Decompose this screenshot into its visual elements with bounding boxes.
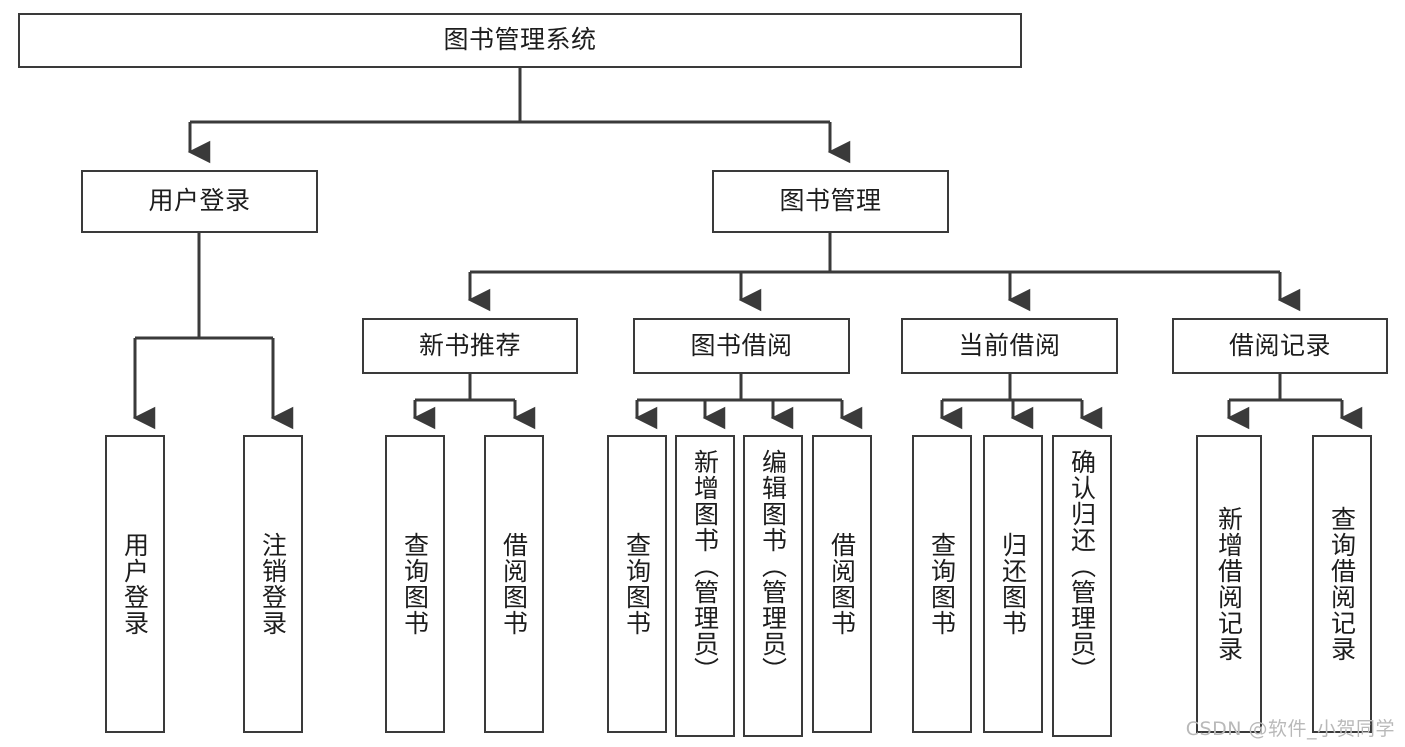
node-label: 用户登录: [120, 532, 150, 636]
node-label: 查询图书: [622, 532, 652, 636]
node-label: 查询图书: [400, 532, 430, 636]
node-label: 用户登录: [148, 186, 251, 216]
node-label: 新书推荐: [418, 330, 521, 360]
leaf-user-login[interactable]: 用户登录: [105, 435, 165, 733]
node-book-borrow[interactable]: 图书借阅: [633, 318, 850, 374]
leaf-return-book[interactable]: 归还图书: [983, 435, 1043, 733]
node-book-management[interactable]: 图书管理: [712, 170, 949, 233]
node-label: 图书管理系统: [443, 25, 597, 55]
node-label: 新增借阅记录: [1214, 506, 1244, 662]
node-label: 新增图书（管理员）: [690, 449, 720, 683]
node-current-borrow[interactable]: 当前借阅: [901, 318, 1118, 374]
leaf-borrow-book-recommend[interactable]: 借阅图书: [484, 435, 544, 733]
leaf-add-book-admin[interactable]: 新增图书（管理员）: [675, 435, 735, 737]
node-root-system[interactable]: 图书管理系统: [18, 13, 1022, 68]
node-borrow-record[interactable]: 借阅记录: [1172, 318, 1388, 374]
node-label: 查询图书: [927, 532, 957, 636]
node-label: 借阅图书: [499, 532, 529, 636]
node-label: 注销登录: [258, 532, 288, 636]
node-user-login[interactable]: 用户登录: [81, 170, 318, 233]
leaf-query-book-current[interactable]: 查询图书: [912, 435, 972, 733]
leaf-query-borrow-record[interactable]: 查询借阅记录: [1312, 435, 1372, 733]
node-label: 当前借阅: [958, 330, 1061, 360]
node-label: 图书管理: [779, 186, 882, 216]
leaf-query-book-recommend[interactable]: 查询图书: [385, 435, 445, 733]
leaf-add-borrow-record[interactable]: 新增借阅记录: [1196, 435, 1262, 733]
node-new-book-recommend[interactable]: 新书推荐: [362, 318, 578, 374]
node-label: 归还图书: [998, 532, 1028, 636]
leaf-borrow-book[interactable]: 借阅图书: [812, 435, 872, 733]
node-label: 确认归还（管理员）: [1067, 449, 1097, 683]
leaf-logout[interactable]: 注销登录: [243, 435, 303, 733]
node-label: 编辑图书（管理员）: [758, 449, 788, 683]
node-label: 图书借阅: [690, 330, 793, 360]
node-label: 查询借阅记录: [1327, 506, 1357, 662]
node-label: 借阅记录: [1228, 330, 1331, 360]
node-label: 借阅图书: [827, 532, 857, 636]
leaf-query-book-borrow[interactable]: 查询图书: [607, 435, 667, 733]
leaf-edit-book-admin[interactable]: 编辑图书（管理员）: [743, 435, 803, 737]
leaf-confirm-return-admin[interactable]: 确认归还（管理员）: [1052, 435, 1112, 737]
